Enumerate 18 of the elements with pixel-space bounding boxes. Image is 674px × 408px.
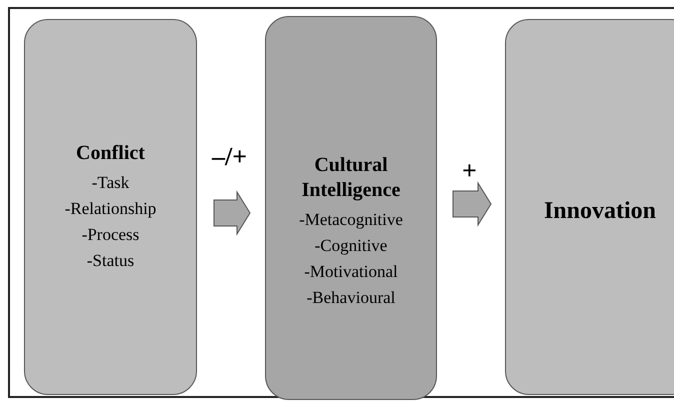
box-heading: Innovation [544, 197, 656, 226]
rounded-box [265, 16, 437, 400]
list-item: -Task [92, 172, 130, 194]
list-item: -Motivational [304, 261, 398, 283]
edge-label: –/+ [212, 144, 248, 170]
rounded-box [24, 19, 197, 395]
box-heading: Conflict [76, 140, 145, 166]
list-item: -Behavioural [306, 287, 396, 309]
block-arrow [214, 190, 251, 236]
box-heading: Cultural Intelligence [300, 153, 402, 203]
rounded-box [505, 19, 674, 395]
list-item: -Metacognitive [299, 209, 403, 231]
list-item: -Relationship [64, 198, 156, 220]
list-item: -Cognitive [314, 235, 388, 257]
list-item: -Process [82, 224, 140, 246]
block-arrow [452, 181, 492, 227]
list-item: -Status [86, 250, 134, 272]
edge-label: + [462, 158, 477, 184]
